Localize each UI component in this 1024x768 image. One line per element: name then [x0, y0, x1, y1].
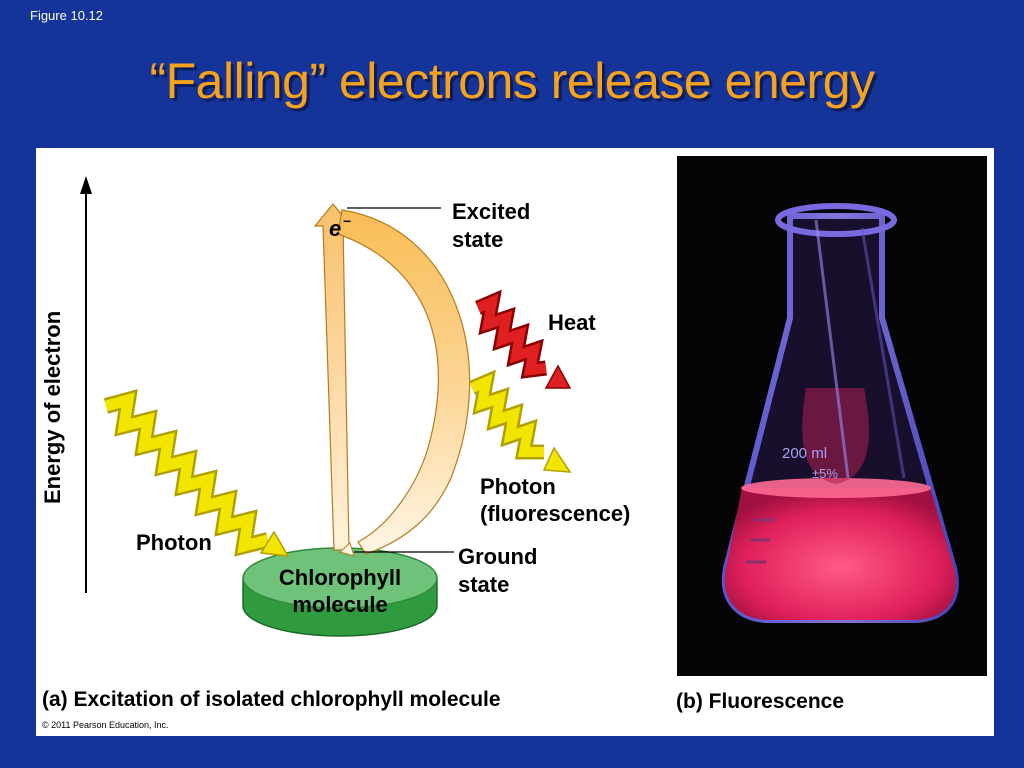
excitation-arrow	[313, 203, 353, 551]
figure-svg: Energy of electron Chlorophyll molecule …	[40, 156, 987, 730]
energy-axis	[80, 176, 92, 593]
fluorescence-photo	[677, 156, 987, 676]
excited-state-label-line1: Excited	[452, 199, 530, 224]
ground-state-label-line2: state	[458, 572, 509, 597]
flask-volume-mark: 200 ml	[782, 445, 827, 462]
excited-state-label-line2: state	[452, 227, 503, 252]
incoming-photon-head	[259, 530, 290, 557]
incoming-photon-body	[104, 392, 270, 554]
incoming-photon-label: Photon	[136, 530, 212, 555]
figure-label: Figure 10.12	[30, 8, 103, 23]
fluorescence-photon-head	[542, 446, 572, 473]
fluorescence-photon-body	[470, 373, 544, 457]
chlorophyll-label-line1: Chlorophyll	[279, 565, 401, 590]
copyright: © 2011 Pearson Education, Inc.	[42, 720, 169, 730]
fluorescence-label-line2: (fluorescence)	[480, 501, 630, 526]
energy-axis-label: Energy of electron	[40, 311, 65, 504]
electron-label: e	[329, 216, 341, 241]
electron-charge: −	[343, 213, 351, 229]
ground-state-label-line1: Ground	[458, 544, 537, 569]
caption-a: (a) Excitation of isolated chlorophyll m…	[42, 688, 501, 711]
falling-electron-arrow	[337, 209, 471, 555]
chlorophyll-disc	[242, 547, 438, 637]
caption-b: (b) Fluorescence	[676, 690, 844, 713]
figure-panel: Energy of electron Chlorophyll molecule …	[36, 148, 994, 736]
flask-tolerance-mark: ±5%	[812, 466, 838, 481]
slide-title: “Falling” electrons release energy	[149, 53, 875, 109]
heat-label: Heat	[548, 310, 596, 335]
heat-arrow-head	[544, 364, 572, 389]
fluorescence-label-line1: Photon	[480, 474, 556, 499]
heat-arrow-body	[476, 293, 547, 376]
chlorophyll-label-line2: molecule	[292, 592, 387, 617]
